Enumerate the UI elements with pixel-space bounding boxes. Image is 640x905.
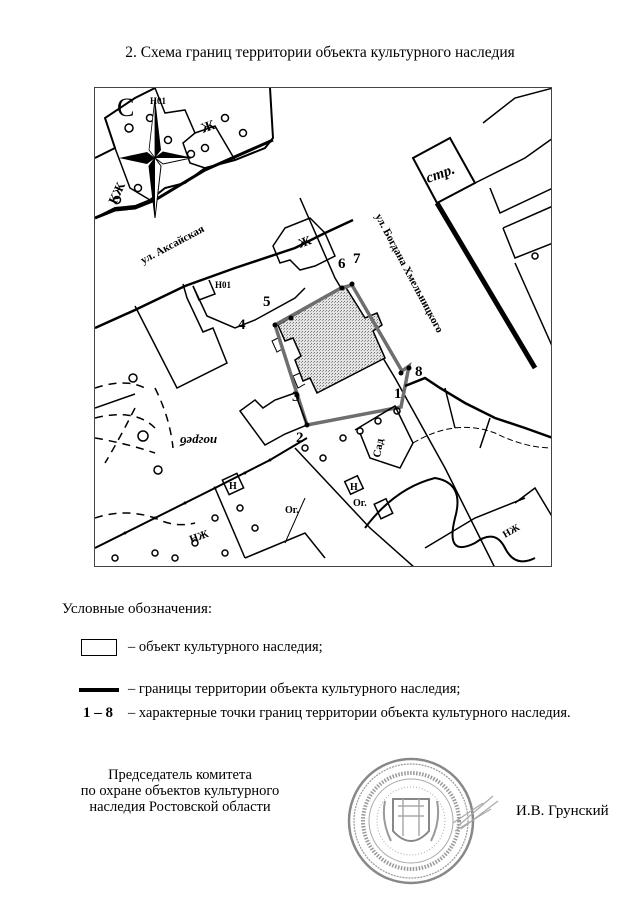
street-label-khmelnitskogo: ул. Богдана Хмельницкого: [372, 212, 445, 336]
street-label-aksayskaya: ул. Аксайская: [139, 223, 207, 267]
label-og-1: Ог.: [285, 505, 299, 516]
label-nzh-1: НЖ: [188, 528, 210, 546]
point-label-6: 6: [338, 256, 346, 272]
label-n1-north: Н01: [150, 96, 167, 106]
point-label-4: 4: [238, 317, 246, 333]
legend-range-label: 1 – 8: [83, 705, 113, 721]
legend-item-object: – объект культурного наследия;: [62, 639, 323, 656]
point-label-1: 1: [394, 386, 402, 402]
label-n1: Н01: [215, 280, 232, 290]
legend-line-icon: [79, 687, 119, 692]
compass-north-label: С: [117, 93, 134, 122]
dashed-contours: [95, 382, 196, 526]
heritage-object-building: [277, 284, 386, 395]
label-cellar: погреб: [179, 434, 217, 449]
official-seal-icon: [343, 751, 503, 896]
legend-item-boundary: – границы территории объекта культурного…: [62, 681, 460, 698]
label-nzh-2: НЖ: [501, 522, 522, 540]
site-plan-map: Ж КЖ Н01 С ул. Аксайская ул. Богдана Хме…: [94, 87, 552, 567]
legend-item-points: 1 – 8 – характерные точки границ террито…: [83, 705, 571, 721]
label-n-2: Н: [350, 482, 358, 493]
legend-title: Условные обозначения:: [62, 601, 213, 617]
label-kzh: КЖ: [105, 180, 128, 207]
label-building-str: стр.: [424, 162, 457, 187]
label-zh-2: Ж: [296, 232, 313, 251]
document-title: 2. Схема границ территории объекта культ…: [125, 44, 515, 61]
point-label-5: 5: [263, 294, 271, 310]
point-label-8: 8: [415, 364, 423, 380]
label-zh-1: Ж: [199, 118, 217, 137]
compass-rose-icon: [119, 97, 192, 219]
legend-box-icon: [81, 639, 117, 656]
point-label-2: 2: [296, 430, 304, 446]
tree-symbols-south: [111, 407, 401, 562]
label-og-3: Ог.: [353, 498, 367, 509]
signatory-title: Председатель комитета по охране объектов…: [80, 767, 280, 815]
point-label-7: 7: [353, 251, 361, 267]
signer-name: И.В. Грунский: [516, 803, 609, 819]
label-n-1: Н: [229, 481, 237, 492]
label-sad: Сад: [371, 437, 386, 458]
